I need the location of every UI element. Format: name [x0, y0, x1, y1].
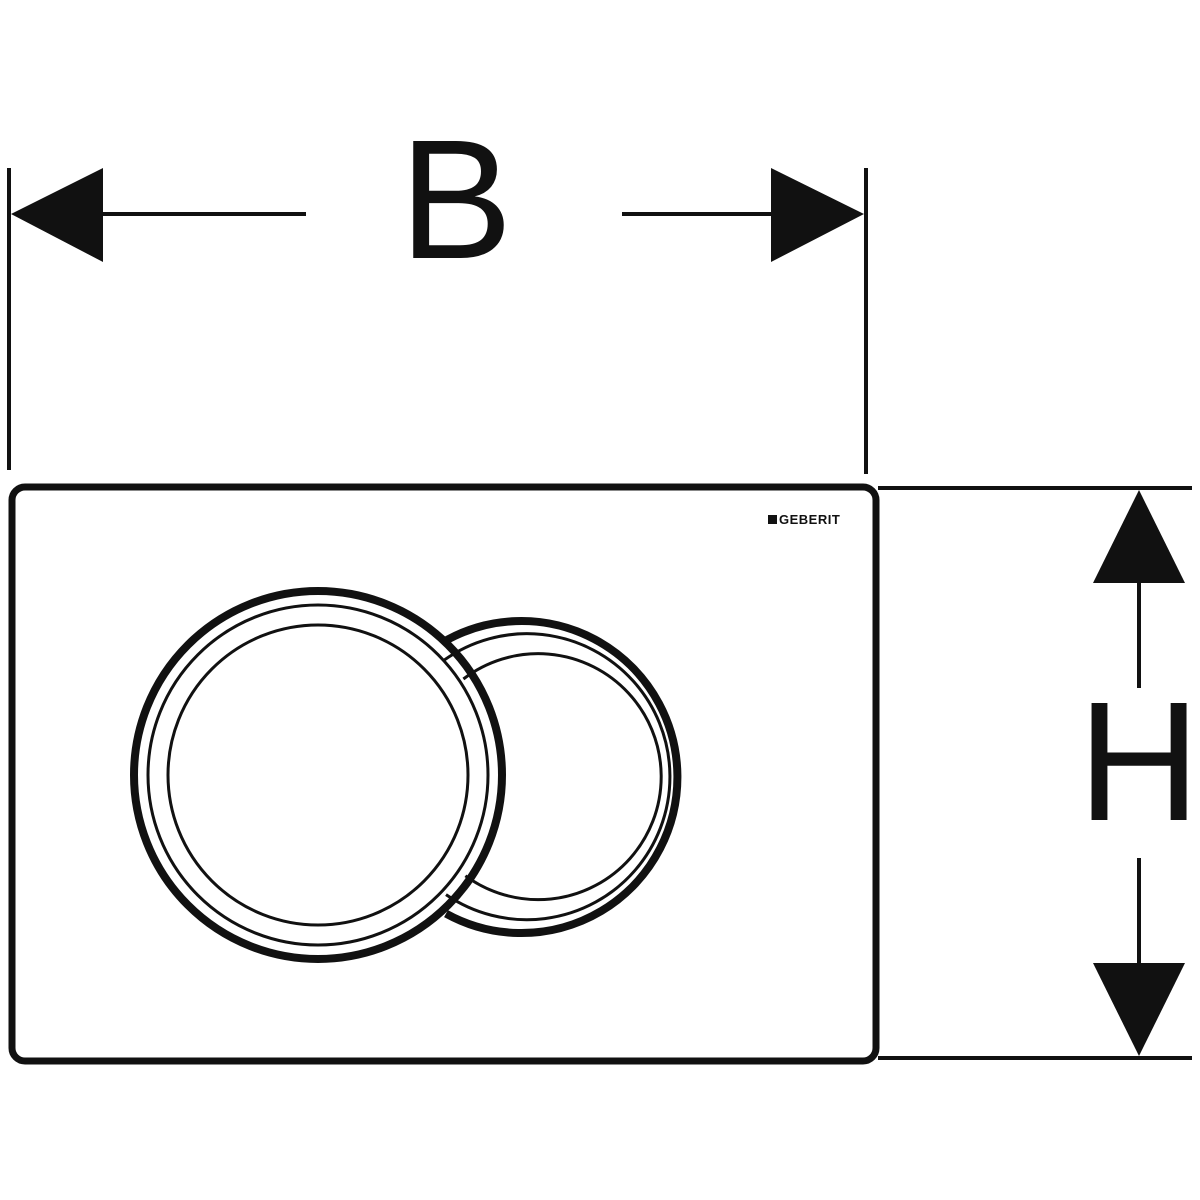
small-button-middle-ring — [443, 632, 672, 922]
small-flush-button[interactable] — [442, 617, 682, 937]
large-button-middle-ring — [146, 603, 490, 947]
brand-logo: GEBERIT — [768, 512, 840, 527]
width-arrowhead-left — [11, 168, 103, 262]
brand-square-icon — [768, 515, 777, 524]
large-button-outer-ring — [130, 587, 506, 963]
height-arrowhead-bottom — [1093, 963, 1185, 1056]
small-button-inner-ring — [462, 652, 663, 902]
large-flush-button[interactable] — [130, 587, 506, 963]
large-button-inner-ring — [166, 623, 470, 927]
height-label: H — [1078, 667, 1200, 857]
flush-plate: GEBERIT — [8, 483, 880, 1065]
width-dimension: B — [7, 105, 868, 474]
width-label: B — [399, 105, 512, 295]
height-arrowhead-top — [1093, 490, 1185, 583]
width-arrowhead-right — [771, 168, 864, 262]
small-button-outer-ring — [442, 617, 682, 937]
brand-name: GEBERIT — [779, 512, 840, 527]
height-dimension: H — [878, 486, 1200, 1060]
